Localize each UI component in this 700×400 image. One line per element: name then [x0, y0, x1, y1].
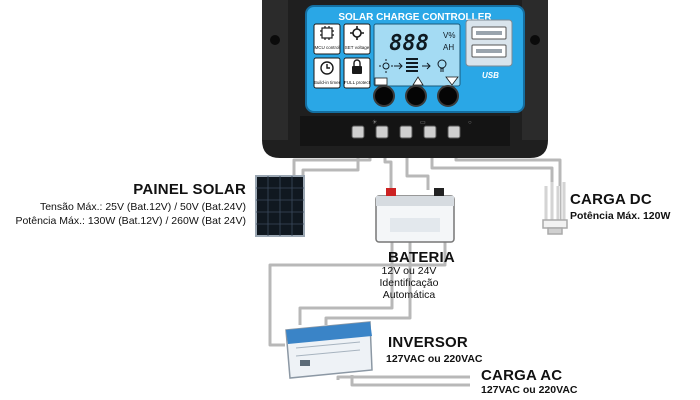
up-button[interactable] — [405, 85, 427, 107]
usb-label: USB — [482, 71, 499, 80]
solar-panel-voltage-label: Tensão Máx.: — [39, 201, 103, 213]
ac-load-title: CARGA AC — [481, 367, 563, 384]
icon-label-set: SET voltage — [345, 45, 370, 50]
svg-text:○: ○ — [468, 120, 472, 126]
clock-icon — [320, 61, 334, 75]
bulb-icon — [437, 59, 447, 72]
lock-icon — [352, 59, 362, 74]
terminal-5 — [447, 125, 461, 139]
sun-icon — [379, 59, 393, 73]
solar-panel-power: Potência Máx.: 130W (Bat.12V) / 260W (Ba… — [15, 215, 246, 227]
ac-load-voltage: 127VAC ou 220VAC — [481, 384, 578, 396]
battery-image — [375, 188, 455, 243]
battery-terminal-positive — [386, 188, 396, 196]
controller-title: SOLAR CHARGE CONTROLLER — [338, 12, 492, 23]
inverter-image — [285, 321, 373, 379]
battery-identification: Identificação — [379, 277, 439, 289]
battery-title: BATERIA — [388, 249, 455, 266]
down-button[interactable] — [437, 85, 459, 107]
inverter-title: INVERSOR — [388, 334, 468, 351]
cfl-lamp-image — [542, 182, 568, 235]
battery-level-icon — [406, 58, 418, 72]
icon-label-timer: Build-in timer — [314, 80, 341, 85]
wire-left-loop — [268, 222, 447, 347]
chip-icon — [320, 26, 334, 40]
dc-load-power: Potência Máx. 120W — [570, 210, 671, 222]
terminal-3 — [399, 125, 413, 139]
charge-controller: SOLAR CHARGE CONTROLLER MCU control SET … — [262, 0, 548, 158]
wire-battery-negative — [405, 143, 430, 190]
solar-panel-voltage-value: 25V (Bat.12V) / 50V (Bat.24V) — [105, 201, 246, 213]
solar-panel-voltage: Tensão Máx.: 25V (Bat.12V) / 50V (Bat.24… — [40, 201, 246, 213]
solar-panel-title: PAINEL SOLAR — [133, 181, 246, 198]
icon-label-protect: FULL protect — [344, 80, 371, 85]
wire-ac-load-1 — [336, 375, 470, 380]
gear-icon — [350, 26, 364, 40]
svg-text:☀: ☀ — [372, 119, 377, 126]
arrow-icon-2 — [422, 62, 431, 70]
icon-label-mcu: MCU control — [314, 45, 339, 50]
mount-ear-left — [262, 0, 288, 140]
terminal-1 — [351, 125, 365, 139]
mount-hole-left — [270, 35, 280, 45]
battery-automatic: Automática — [382, 289, 436, 301]
svg-text:▭: ▭ — [420, 120, 426, 126]
mount-ear-right — [522, 0, 548, 140]
dc-load-title: CARGA DC — [570, 191, 652, 208]
solar-panel-image — [255, 175, 305, 237]
solar-panel-cells — [256, 176, 304, 236]
terminal-4 — [423, 125, 437, 139]
battery-voltage: 12V ou 24V — [381, 265, 437, 277]
lcd-units-bottom: AH — [443, 43, 454, 52]
terminals — [351, 125, 461, 139]
lcd-digits: 888 — [389, 31, 429, 56]
terminal-symbols: ☀ ▭ ○ — [372, 119, 472, 126]
wire-inverter-negative — [324, 226, 412, 325]
arrow-icon — [394, 62, 403, 70]
mount-hole-right — [530, 35, 540, 45]
key-icons — [374, 76, 459, 86]
wire-ac-load-2 — [350, 375, 470, 387]
battery-terminal-negative — [434, 188, 444, 196]
menu-button[interactable] — [373, 85, 395, 107]
solar-panel-power-label: Potência Máx.: — [15, 215, 85, 227]
inverter-voltage: 127VAC ou 220VAC — [386, 353, 483, 365]
solar-panel-power-value: 130W (Bat.12V) / 260W (Bat 24V) — [87, 215, 246, 227]
lcd-units-top: V% — [443, 31, 455, 40]
terminal-2 — [375, 125, 389, 139]
